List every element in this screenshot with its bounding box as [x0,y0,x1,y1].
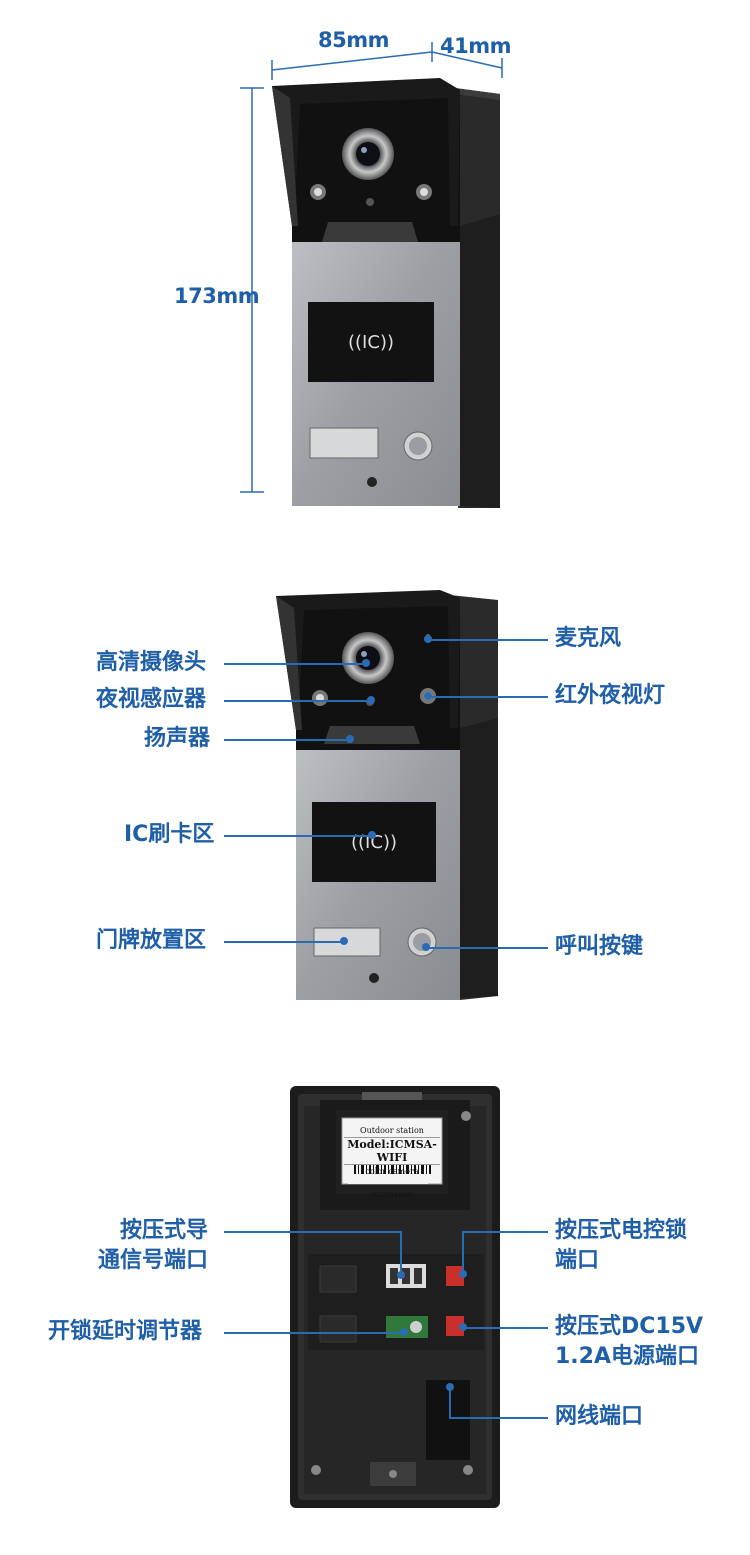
leader-ic-card [224,835,372,837]
svg-text:((IC)): ((IC)) [348,332,394,353]
sticker-line3: color camera [365,1167,419,1176]
leader-dot-ir-light [424,692,432,700]
label-speaker: 扬声器 [144,726,211,751]
label-night-sensor: 夜视感应器 [96,687,207,712]
model-sticker: Outdoor station Model:ICMSA-WIFI color c… [342,1122,442,1199]
leader-network-port-v [449,1387,451,1419]
label-ir-light: 红外夜视灯 [555,683,666,708]
label-call-button: 呼叫按键 [555,934,644,959]
leader-power-port [466,1327,548,1329]
leader-unlock-delay [224,1332,404,1334]
width-dimension: 85mm [318,28,390,52]
dimension-lines [240,42,503,493]
doorbell-device-front-angled: ((IC)) [272,78,500,508]
leader-dot-night-sensor [367,696,375,704]
leader-dot-camera [362,659,370,667]
label-power-port-line1: 按压式DC15V [555,1314,704,1339]
svg-text:((IC)): ((IC)) [351,832,397,853]
doorbell-device-back [290,1086,500,1508]
leader-nameplate [224,941,344,943]
leader-dot-nameplate [340,937,348,945]
label-unlock-delay: 开锁延时调节器 [48,1319,203,1344]
leader-camera [224,663,364,665]
leader-signal-port-v [400,1231,402,1275]
leader-dot-signal-port [397,1271,405,1279]
label-network-port: 网线端口 [555,1404,644,1429]
label-lock-port-line2: 端口 [555,1248,600,1273]
leader-microphone [430,639,548,641]
label-power-port-line2: 1.2A电源端口 [555,1344,699,1369]
back-ports-view: Outdoor station Model:ICMSA-WIFI color c… [0,1080,750,1555]
label-signal-port-line2: 通信号端口 [98,1248,209,1273]
leader-lock-port-h [462,1231,548,1233]
depth-dimension: 41mm [440,34,512,58]
height-dimension: 173mm [174,284,260,308]
label-microphone: 麦克风 [555,626,622,651]
dimension-view: 85mm 41mm 173mm [0,0,750,530]
label-lock-port-line1: 按压式电控锁 [555,1218,688,1243]
leader-signal-port-h [224,1231,402,1233]
leader-dot-call-button [422,943,430,951]
label-nameplate: 门牌放置区 [96,928,207,953]
front-features-view: ((IC)) 高清摄像头 夜视感应器 扬声器 IC刷卡区 门牌放置区 麦克风 红… [0,560,750,1020]
label-signal-port-line1: 按压式导 [120,1218,209,1243]
leader-dot-power-port [459,1323,467,1331]
leader-call-button [428,947,548,949]
leader-network-port-h [449,1417,548,1419]
leader-night-sensor [224,700,370,702]
sticker-line2: Model:ICMSA-WIFI [344,1137,440,1165]
leader-dot-speaker [346,735,354,743]
doorbell-device-front: ((IC)) [276,590,498,1000]
leader-ir-light [430,696,548,698]
leader-dot-unlock-delay [400,1328,408,1336]
sticker-serial: 20221014003 [371,1192,413,1199]
leader-speaker [224,739,350,741]
label-camera: 高清摄像头 [96,650,207,675]
sticker-line1: Outdoor station [360,1126,424,1135]
leader-dot-microphone [424,635,432,643]
leader-lock-port-v [462,1231,464,1273]
leader-dot-lock-port [459,1270,467,1278]
leader-dot-ic-card [368,831,376,839]
label-ic-card: IC刷卡区 [124,822,215,847]
